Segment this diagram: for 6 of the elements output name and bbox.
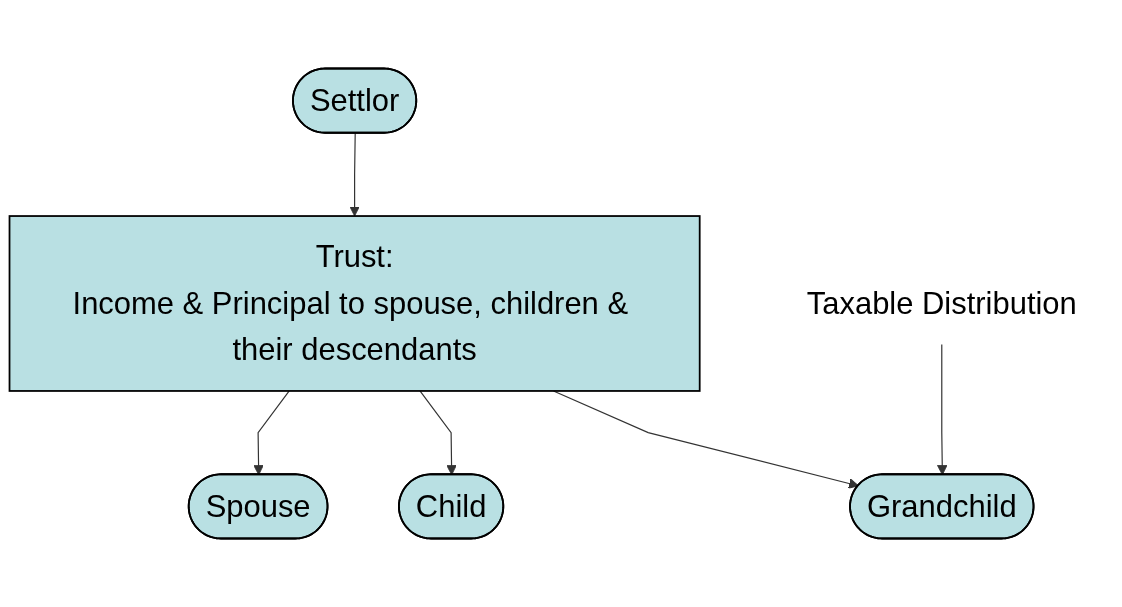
node-text: Taxable Distribution bbox=[806, 285, 1077, 321]
node-box: Trust: Income & Principal to spouse, children & their descendants bbox=[8, 215, 701, 392]
arrow bbox=[253, 390, 290, 476]
arrow bbox=[937, 343, 948, 476]
arrow bbox=[419, 390, 457, 476]
arrow bbox=[349, 132, 360, 217]
